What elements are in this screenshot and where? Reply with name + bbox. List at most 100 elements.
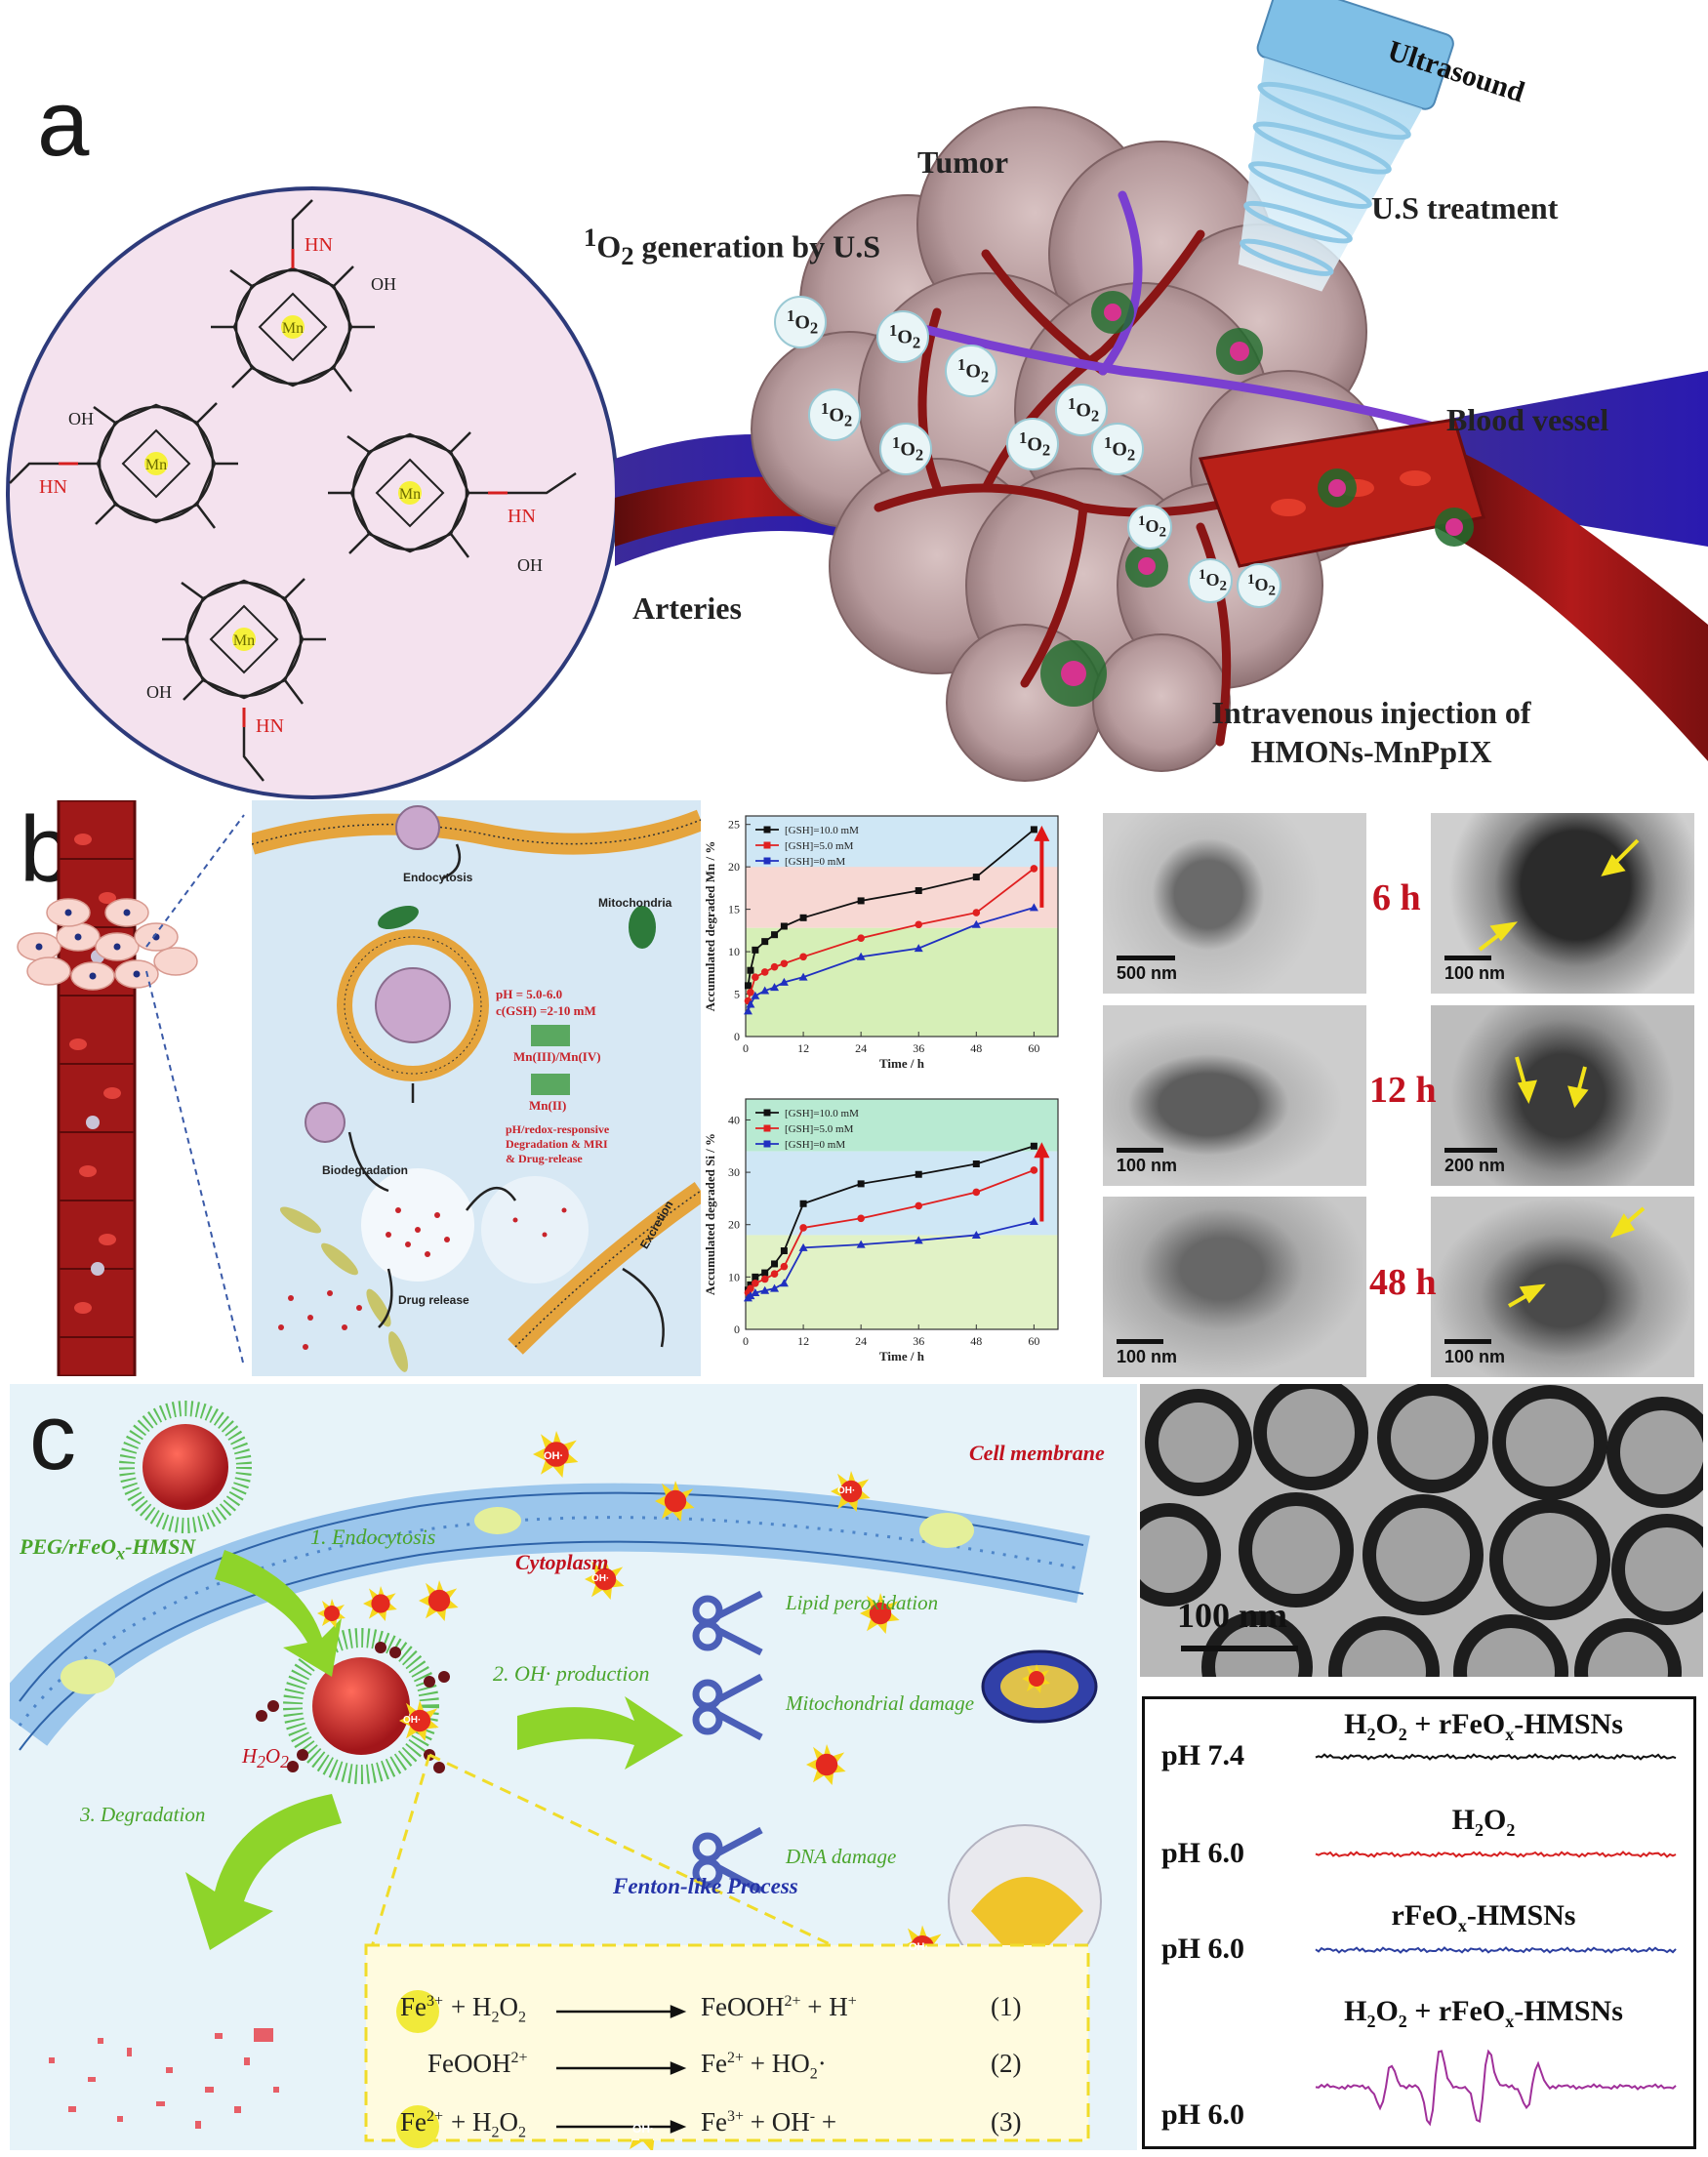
data-point (752, 946, 759, 954)
metal-label: Mn (145, 457, 167, 473)
y-tick-label: 10 (728, 945, 740, 958)
x-tick-label: 24 (855, 1334, 867, 1348)
arteries-label: Arteries (632, 590, 742, 626)
y-axis-label: Accumulated degraded Si / % (703, 1133, 717, 1295)
dna-damage-label: DNA damage (786, 1845, 897, 1868)
plot-frame (745, 815, 1059, 1038)
data-point (746, 999, 755, 1008)
trend-arrow-head (1034, 1142, 1050, 1159)
endocytosis-label: Endocytosis (403, 871, 473, 884)
data-point (770, 1270, 779, 1278)
o2-generation-label: 1O2 generation by U.S (584, 223, 880, 271)
data-point (798, 1242, 808, 1251)
x-tick-label: 48 (970, 1334, 982, 1348)
peg-nanoparticle-label: PEG/rFeOx-HMSN (20, 1534, 196, 1564)
biodegradation-label: Biodegradation (322, 1163, 409, 1177)
amide-label: HN (508, 506, 536, 527)
epr-ph-label: pH 7.4 (1161, 1739, 1245, 1771)
legend-label: [GSH]=5.0 mM (785, 840, 854, 852)
data-point (857, 1214, 865, 1223)
data-point (780, 1262, 789, 1271)
cytoplasm-label: Cytoplasm (515, 1550, 609, 1574)
x-tick-label: 12 (797, 1334, 809, 1348)
y-tick-label: 5 (734, 988, 740, 1001)
o2-bubble: 1O2 (1199, 567, 1228, 594)
fenton-process-label: Fenton-like Process (613, 1874, 798, 1898)
panel-c-letter: c (29, 1385, 76, 1489)
epr-spectra-panel (1142, 1696, 1696, 2149)
data-point (972, 909, 981, 916)
epr-spectrum-line (1315, 2049, 1677, 2127)
blood-vessel-label: Blood vessel (1446, 402, 1609, 437)
data-point (971, 919, 981, 928)
tem-image-6h-high: 100 nm (1431, 813, 1694, 994)
data-point (914, 1236, 923, 1244)
o2-bubble: 1O2 (1019, 428, 1051, 460)
equation-1-left: + H2O2 (451, 1992, 526, 2026)
tem-image-12h-low: 100 nm (1103, 1005, 1366, 1186)
data-point (857, 934, 865, 942)
o2-bubble: 1O2 (957, 355, 990, 387)
epr-title: H2O2 (1451, 1804, 1516, 1840)
o2-bubble: 1O2 (787, 306, 819, 338)
epr-spectra-lines (1315, 1753, 1677, 2127)
trend-arrow-head (1034, 825, 1050, 841)
x-tick-label: 0 (743, 1041, 749, 1055)
step-endocytosis-label: 1. Endocytosis (310, 1525, 436, 1549)
data-point (915, 886, 922, 894)
x-tick-label: 60 (1028, 1334, 1039, 1348)
equation-3-left: + H2O2 (451, 2107, 526, 2141)
data-point (972, 1160, 980, 1168)
metal-label: Mn (233, 632, 255, 649)
h2o2-label: H2O2 (242, 1744, 289, 1772)
singlet-oxygen-bubbles: 1O2 1O2 1O2 1O2 1O2 1O2 1O2 1O2 1O2 1O2 … (0, 0, 1708, 795)
epr-ph-label: pH 6.0 (1161, 1837, 1245, 1869)
panel-a-letter: a (37, 71, 90, 176)
epr-title: H2O2 + rFeOx-HMSNs (1344, 1995, 1623, 2031)
acid-label: OH (517, 555, 543, 575)
tumor-label: Tumor (917, 144, 1009, 180)
tem-image-48h-high: 100 nm (1431, 1197, 1694, 1377)
data-point (857, 897, 865, 905)
amide-label: HN (256, 715, 284, 737)
o2-bubble: 1O2 (1068, 394, 1100, 426)
epr-spectrum-line (1315, 1946, 1677, 1954)
us-treatment-label: U.S treatment (1371, 190, 1559, 225)
data-point (760, 986, 770, 995)
data-point (770, 983, 780, 992)
y-tick-label: 25 (728, 818, 740, 832)
equation-2-right: Fe2+ + HO2· (701, 2049, 827, 2083)
y-tick-label: 0 (734, 1323, 740, 1336)
data-point (747, 989, 754, 997)
y-axis-label: Accumulated degraded Mn / % (703, 841, 717, 1012)
drug-release-label: Drug release (398, 1293, 469, 1307)
data-point (1030, 1166, 1038, 1174)
tumor-illustration: Ultrasound (615, 0, 1708, 782)
data-point (1030, 1142, 1037, 1150)
data-point (1030, 865, 1038, 873)
data-point (915, 1170, 922, 1178)
oh-badge: OH· (403, 1715, 422, 1726)
o2-bubble: 1O2 (1138, 513, 1167, 541)
equation-1-ion: Fe3+ (400, 1992, 444, 2021)
data-point (780, 959, 789, 968)
acid-label: OH (146, 682, 172, 702)
data-point (972, 1188, 981, 1197)
metal-label: Mn (282, 320, 304, 337)
legend-label: [GSH]=0 mM (785, 856, 845, 868)
tem-image-48h-low: 100 nm (1103, 1197, 1366, 1377)
time-label-6h: 6 h (1372, 877, 1421, 918)
epr-title: rFeOx-HMSNs (1391, 1899, 1576, 1935)
data-point (760, 968, 769, 976)
data-point (771, 1260, 779, 1268)
mn-high-label: Mn(III)/Mn(IV) (513, 1049, 601, 1064)
data-point (972, 874, 980, 881)
o2-bubble: 1O2 (1104, 433, 1136, 465)
x-tick-label: 36 (913, 1334, 924, 1348)
cell-membrane-illustration (10, 1401, 1102, 2150)
oh-badge: OH· (837, 1485, 856, 1496)
